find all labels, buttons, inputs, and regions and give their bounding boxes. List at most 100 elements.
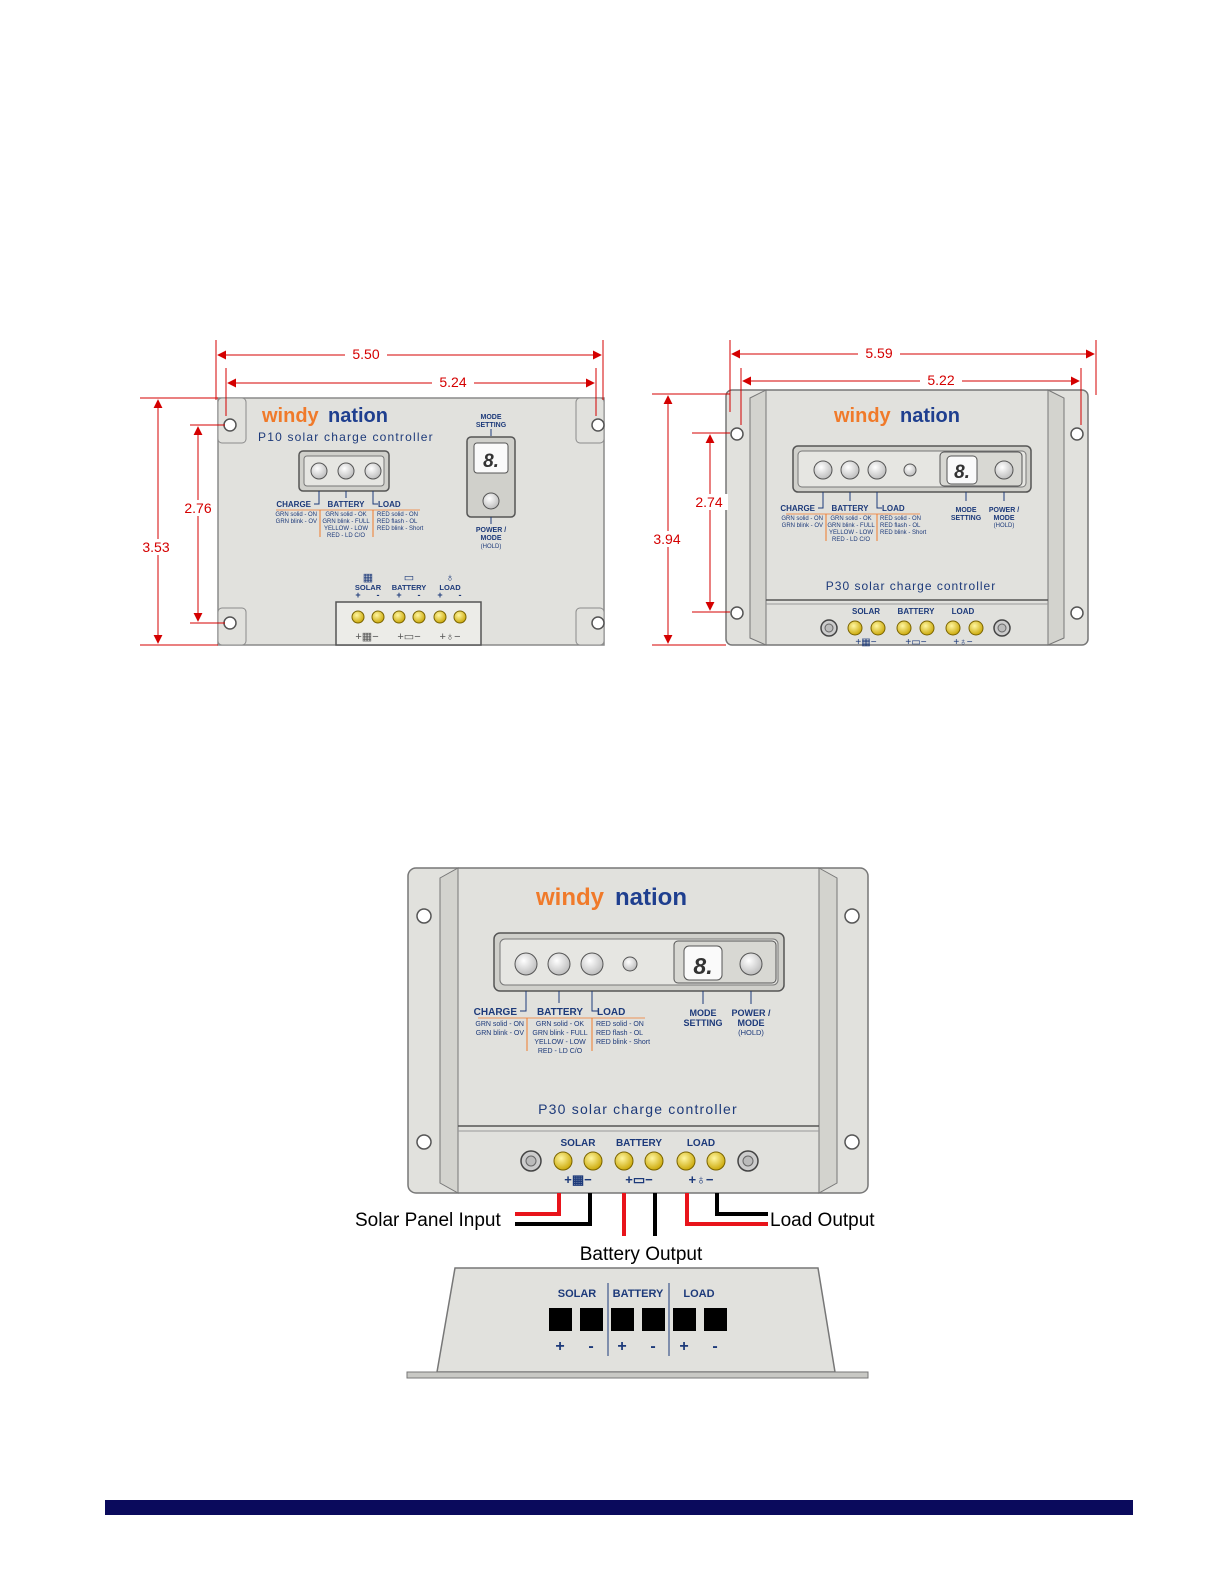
load-negative-terminal xyxy=(706,1151,726,1171)
svg-text:GRN blink - OV: GRN blink - OV xyxy=(782,523,823,529)
svg-text:LOAD: LOAD xyxy=(439,583,461,592)
battery-negative-port xyxy=(642,1308,665,1331)
screw-terminal xyxy=(945,620,961,636)
svg-text:(HOLD): (HOLD) xyxy=(994,523,1015,529)
solar-positive-terminal xyxy=(553,1151,573,1171)
p10-indicator-legend: CHARGE BATTERY LOAD GRN solid - ON GRN b… xyxy=(275,491,424,539)
svg-text:GRN blink - FULL: GRN blink - FULL xyxy=(532,1030,587,1037)
svg-text:-: - xyxy=(418,590,421,600)
svg-text:RED - LD C/O: RED - LD C/O xyxy=(832,537,870,543)
brand-nation: nation xyxy=(328,405,388,427)
solar-positive-port xyxy=(549,1308,572,1331)
svg-text:GRN blink - FULL: GRN blink - FULL xyxy=(827,523,875,529)
svg-text:GRN solid - ON: GRN solid - ON xyxy=(475,1021,524,1028)
svg-text:LOAD: LOAD xyxy=(952,607,975,616)
mount-hole xyxy=(730,427,744,441)
svg-text:RED flash - OL: RED flash - OL xyxy=(377,519,418,525)
p30-indicator-legend: CHARGE BATTERY LOAD GRN solid - ON GRN b… xyxy=(780,492,1019,543)
screw-terminal xyxy=(453,610,467,624)
power-mode-button[interactable] xyxy=(994,460,1014,480)
svg-text:LOAD: LOAD xyxy=(687,1138,715,1149)
screw-terminal xyxy=(351,610,365,624)
controller-bottom-view: SOLAR BATTERY LOAD + - + - + - xyxy=(406,1267,869,1379)
svg-text:RED solid - ON: RED solid - ON xyxy=(596,1021,644,1028)
mount-hole xyxy=(416,1134,432,1150)
charge-led xyxy=(813,460,833,480)
svg-text:SOLAR: SOLAR xyxy=(355,583,382,592)
svg-text:+: + xyxy=(355,590,360,600)
screw-terminal xyxy=(919,620,935,636)
mount-hole xyxy=(416,908,432,924)
svg-text:CHARGE: CHARGE xyxy=(780,504,815,513)
brand-windy: windy xyxy=(833,405,892,427)
svg-text:RED blink - Short: RED blink - Short xyxy=(596,1039,650,1046)
solar-icon: ▦ xyxy=(363,572,373,584)
bulb-icon: ♁ xyxy=(446,572,454,584)
mode-setting-button[interactable] xyxy=(903,463,917,477)
svg-text:+♁−: +♁− xyxy=(689,1172,714,1187)
mount-hole xyxy=(844,908,860,924)
svg-text:GRN solid - ON: GRN solid - ON xyxy=(275,512,317,518)
brand-windy: windy xyxy=(261,405,320,427)
solar-negative-wire xyxy=(515,1193,592,1226)
screw-terminal xyxy=(870,620,886,636)
svg-text:BATTERY: BATTERY xyxy=(898,607,936,616)
svg-text:RED solid - ON: RED solid - ON xyxy=(377,512,418,518)
battery-positive-terminal xyxy=(614,1151,634,1171)
svg-text:RED - LD C/O: RED - LD C/O xyxy=(538,1048,583,1055)
svg-text:RED blink - Short: RED blink - Short xyxy=(377,526,424,532)
p10-height-outer: 3.53 xyxy=(142,539,169,555)
svg-text:POWER /: POWER / xyxy=(989,507,1019,514)
svg-text:+▦−: +▦− xyxy=(564,1172,592,1187)
p30-large-title: P30 solar charge controller xyxy=(538,1101,738,1117)
svg-text:RED - LD C/O: RED - LD C/O xyxy=(327,533,365,539)
svg-text:GRN blink - OV: GRN blink - OV xyxy=(476,1030,525,1037)
battery-led xyxy=(840,460,860,480)
svg-text:+▦−: +▦− xyxy=(855,637,876,648)
power-mode-button[interactable] xyxy=(739,952,763,976)
mount-hole xyxy=(591,616,605,630)
screw-terminal xyxy=(412,610,426,624)
p30-height-outer: 3.94 xyxy=(653,531,680,547)
p10-width-outer: 5.50 xyxy=(352,346,379,362)
seven-segment-display: 8. xyxy=(954,462,970,483)
svg-text:-: - xyxy=(650,1338,655,1355)
svg-text:SOLAR: SOLAR xyxy=(561,1138,597,1149)
mode-setting-button[interactable] xyxy=(622,956,638,972)
svg-text:RED flash - OL: RED flash - OL xyxy=(596,1030,643,1037)
mount-hole xyxy=(223,616,237,630)
svg-text:SETTING: SETTING xyxy=(951,515,982,522)
seven-segment-display: 8. xyxy=(693,953,712,979)
p30-title: P30 solar charge controller xyxy=(826,579,996,593)
svg-text:GRN blink - OV: GRN blink - OV xyxy=(276,519,317,525)
svg-text:BATTERY: BATTERY xyxy=(832,504,870,513)
power-mode-button[interactable] xyxy=(482,492,500,510)
brand-nation: nation xyxy=(615,884,687,911)
p30-width-holes: 5.22 xyxy=(927,372,954,388)
p10-width-holes: 5.24 xyxy=(439,374,466,390)
solar-negative-port xyxy=(580,1308,603,1331)
svg-text:BATTERY: BATTERY xyxy=(616,1138,662,1149)
screw-terminal xyxy=(392,610,406,624)
mount-hole xyxy=(730,606,744,620)
svg-text:GRN solid - OK: GRN solid - OK xyxy=(830,516,871,522)
mount-hole xyxy=(1070,427,1084,441)
p30-width-outer: 5.59 xyxy=(865,345,892,361)
svg-text:BATTERY: BATTERY xyxy=(328,500,366,509)
battery-led xyxy=(547,952,571,976)
svg-text:+: + xyxy=(617,1338,626,1355)
svg-text:BATTERY: BATTERY xyxy=(537,1007,583,1018)
svg-text:CHARGE: CHARGE xyxy=(474,1007,518,1018)
charge-led xyxy=(514,952,538,976)
brand-nation: nation xyxy=(900,405,960,427)
load-negative-port xyxy=(704,1308,727,1331)
battery-icon: ▭ xyxy=(404,572,414,584)
p30-dimensions xyxy=(652,340,1097,646)
screw-terminal xyxy=(433,610,447,624)
svg-text:+▦−: +▦− xyxy=(355,631,378,643)
load-positive-port xyxy=(673,1308,696,1331)
svg-text:YELLOW - LOW: YELLOW - LOW xyxy=(324,526,368,532)
load-led xyxy=(580,952,604,976)
mount-hole xyxy=(591,418,605,432)
